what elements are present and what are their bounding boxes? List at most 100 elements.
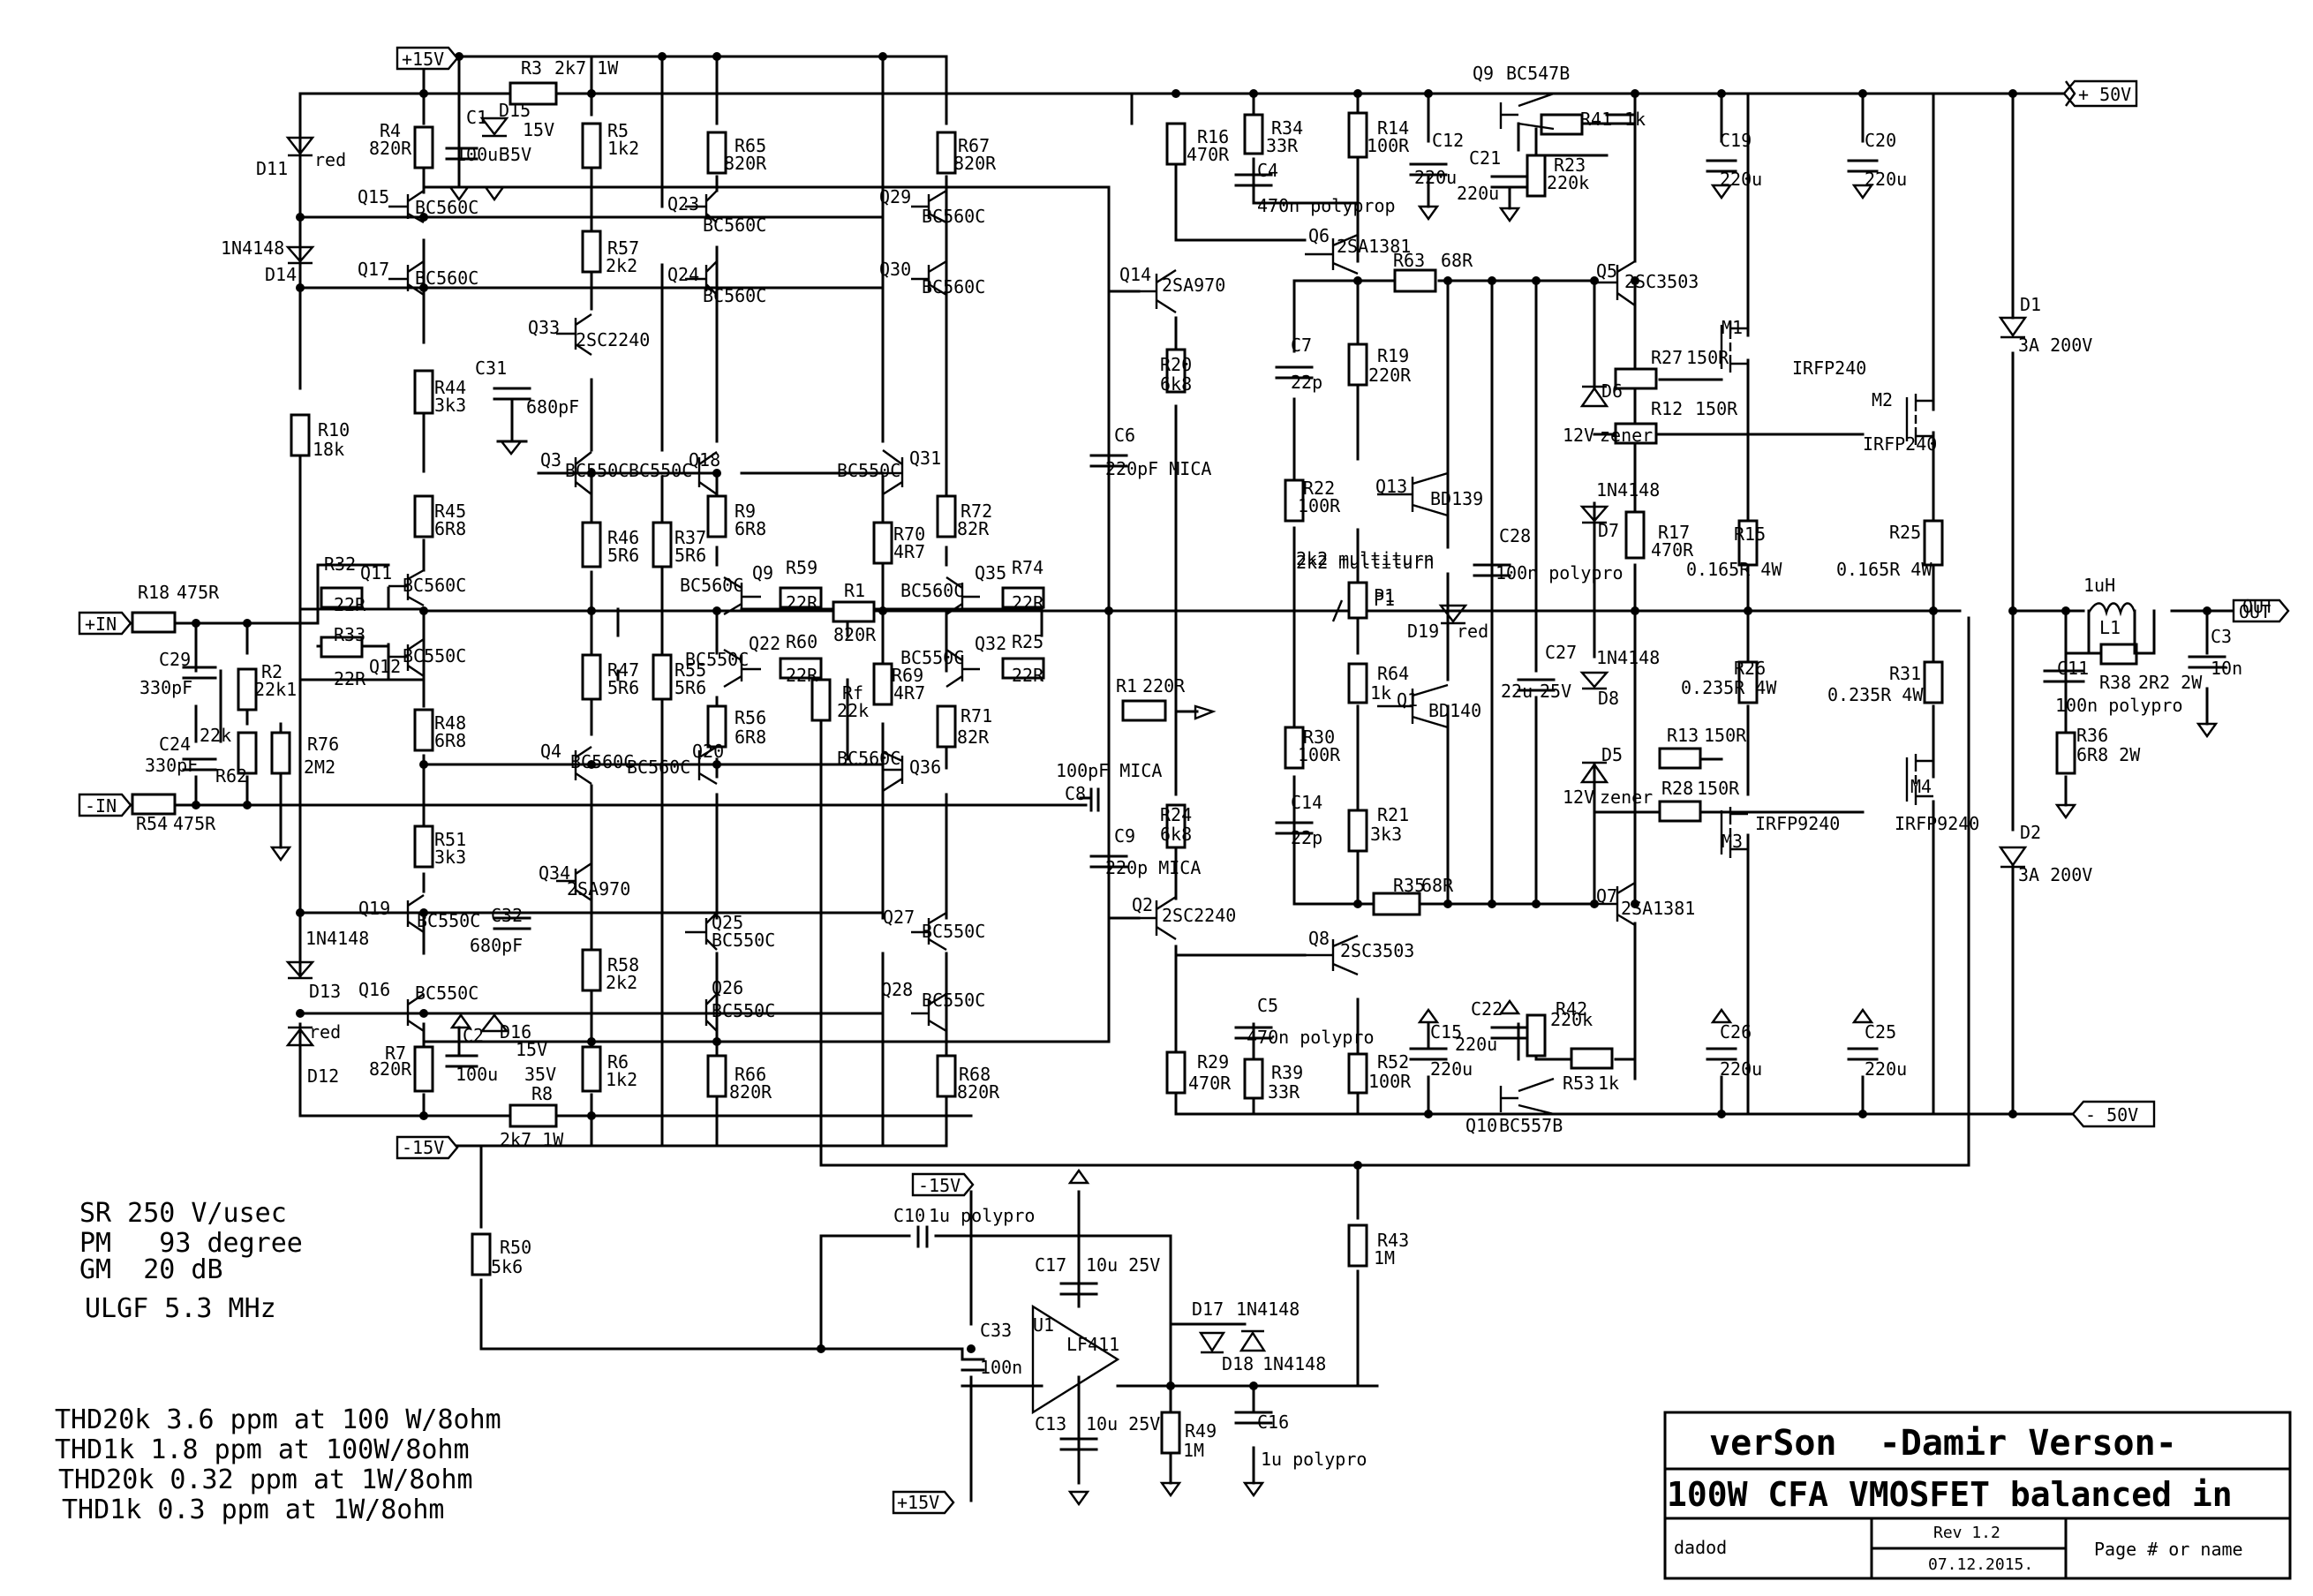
component-label: 22k1 (254, 679, 297, 700)
title-date: 07.12.2015. (1928, 1555, 2033, 1574)
component-label: 220u (1455, 1034, 1497, 1055)
component-label: R36 (2076, 725, 2108, 746)
component-label: 820R (729, 1081, 772, 1103)
component-label: R30 (1303, 726, 1335, 748)
component-label: BC560C (415, 197, 478, 218)
misc-parts (1031, 581, 2136, 1415)
component-label: Q17 (358, 259, 389, 280)
component-label: 220u (1720, 1058, 1762, 1080)
component-label: 6R8 (434, 518, 466, 539)
component-label: R62 (215, 765, 247, 787)
component-label: BC557B (1499, 1115, 1563, 1136)
component-label: R57 (607, 237, 639, 259)
component-label: Q10 (1465, 1115, 1497, 1136)
component-label: R54 (136, 813, 168, 834)
component-label: Q24 (667, 264, 699, 285)
component-label: Q4 (540, 741, 561, 762)
component-label: 6R8 (434, 730, 466, 751)
component-label: 470n polypro (1247, 1027, 1375, 1048)
component-label: BC560C (703, 215, 766, 236)
component-label: BC560C (680, 575, 743, 596)
component-label: 470R (1651, 539, 1694, 561)
component-label: 3A 200V (2018, 335, 2092, 356)
thd-line: THD20k 3.6 ppm at 100 W/8ohm (55, 1404, 501, 1435)
component-label: 220u (1414, 167, 1457, 188)
port-out (2232, 598, 2290, 623)
component-label: 1N4148 (1596, 479, 1660, 501)
component-label: D1 (2020, 294, 2041, 315)
port-pos15 (396, 46, 459, 71)
component-label: R69 (892, 665, 923, 686)
component-label: C4 (1257, 160, 1278, 181)
component-label: BD140 (1428, 700, 1481, 721)
component-label: 2SA1381 (1621, 898, 1695, 919)
component-label: red (309, 1021, 341, 1043)
component-label: C8 (1065, 783, 1086, 804)
port-neg15 (396, 1135, 459, 1160)
component-label: 5R6 (674, 545, 706, 566)
port-neg50-label: - 50V (2085, 1104, 2138, 1125)
component-label: 3k3 (434, 847, 466, 868)
component-label: 4R7 (893, 541, 925, 562)
component-label: R14 (1377, 117, 1409, 139)
component-label: 15V (516, 1039, 547, 1060)
component-label: 220u (1865, 1058, 1907, 1080)
component-label: BC560C (703, 285, 766, 306)
component-label: Q27 (883, 907, 915, 928)
component-label: 4R7 (893, 682, 925, 704)
component-label: R12 (1651, 398, 1683, 419)
component-label: 22p (1291, 827, 1322, 848)
component-label: R76 (307, 734, 339, 755)
component-label: 22R (786, 665, 818, 686)
component-label: 2SC2240 (1162, 905, 1236, 926)
component-label: P1 (1374, 589, 1395, 610)
component-label: 220pF MICA (1105, 458, 1211, 479)
component-label: R53 (1563, 1073, 1594, 1094)
component-label: C20 (1865, 130, 1896, 151)
component-label: Q25 (712, 912, 743, 933)
component-label: R42 (1556, 998, 1587, 1020)
component-label: C5 (1257, 995, 1278, 1016)
component-label: 33R (1266, 135, 1299, 156)
resistors (131, 81, 2138, 1455)
component-label: D7 (1598, 520, 1619, 541)
component-label: R17 (1658, 522, 1690, 543)
component-label: R45 (434, 501, 466, 522)
port-op-neg15 (911, 1172, 975, 1197)
component-label: 68R (1421, 875, 1454, 896)
component-label: 680pF (526, 396, 579, 418)
port-out-label: OUT (2239, 601, 2271, 622)
component-label: IRFP9240 (1755, 813, 1840, 834)
spec-line: PM 93 degree (79, 1228, 303, 1259)
component-label: 820R (953, 153, 997, 174)
component-label: R47 (607, 659, 639, 681)
component-label: M4 (1910, 776, 1932, 797)
component-label: 10n (2211, 658, 2242, 679)
component-label: 150R (1686, 347, 1729, 368)
component-label: R6 (607, 1051, 629, 1073)
component-label: 22R (334, 668, 366, 689)
component-label: 470n polyprop (1257, 195, 1396, 216)
component-label: 1u polypro (1261, 1449, 1367, 1470)
component-label: 3k3 (434, 395, 466, 416)
component-label: Q19 (358, 898, 390, 919)
component-label: 12V (1563, 425, 1594, 446)
junctions (192, 52, 2211, 1390)
component-label: red (314, 149, 346, 170)
port-neg50 (2071, 1100, 2156, 1128)
spec-notes: SR 250 V/usec PM 93 degree GM 20 dB ULGF… (55, 1198, 501, 1525)
component-label: D15 (499, 100, 531, 121)
component-label: 100R (1298, 495, 1341, 516)
component-label: Q33 (528, 317, 560, 338)
component-label: 1k (1598, 1073, 1619, 1094)
component-label: R24 (1160, 804, 1192, 825)
component-label: 680pF (470, 935, 523, 956)
component-label: R28 (1661, 778, 1693, 799)
component-label: R25 (1012, 631, 1043, 652)
component-label: D16 (500, 1021, 531, 1043)
port-op-neg15-label: -15V (918, 1175, 961, 1196)
component-label: R55 (674, 659, 706, 681)
component-label: 33R (1268, 1081, 1300, 1103)
component-label: 100n polypro (2055, 695, 2183, 716)
component-label: Q2 (1132, 894, 1153, 915)
